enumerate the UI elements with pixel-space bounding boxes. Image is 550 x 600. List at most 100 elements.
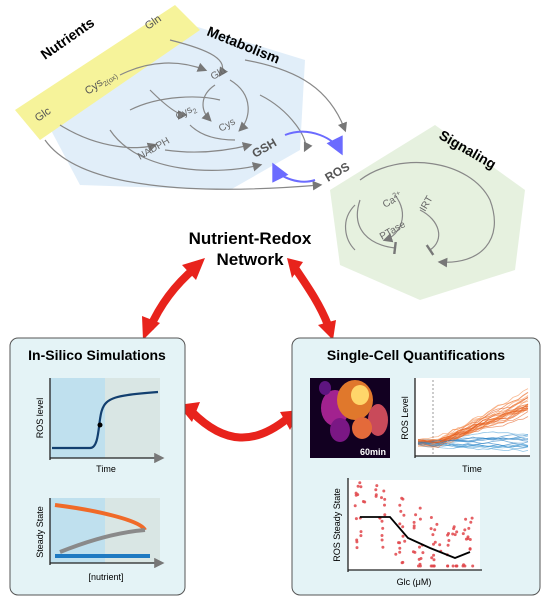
scatter-point bbox=[471, 564, 475, 568]
scatter-point bbox=[468, 547, 472, 551]
trace-line bbox=[417, 407, 529, 442]
scatter-point bbox=[429, 527, 433, 531]
scatter-point bbox=[354, 491, 358, 495]
scatter-point bbox=[418, 545, 421, 549]
ros-time-bg-low bbox=[50, 378, 105, 458]
trace-line bbox=[417, 434, 529, 443]
trace-line bbox=[417, 405, 529, 447]
scatter-point bbox=[467, 526, 471, 530]
nutrients-label: Nutrients bbox=[38, 14, 98, 62]
scatter-point bbox=[413, 550, 417, 554]
scatter-point bbox=[381, 526, 385, 530]
ros-time-ylabel: ROS level bbox=[35, 398, 45, 439]
scatter-point bbox=[462, 563, 466, 567]
scatter-point bbox=[399, 509, 403, 513]
trace-line bbox=[417, 403, 529, 449]
scatter-point bbox=[429, 516, 433, 519]
scatter-point bbox=[412, 520, 416, 524]
network-title-line2: Network bbox=[216, 250, 284, 269]
gsh-ros-loop bbox=[272, 130, 343, 183]
scatter-point bbox=[398, 546, 402, 550]
steady-orange-branch bbox=[54, 503, 147, 532]
ros-time-curve bbox=[52, 390, 159, 450]
red-arrows bbox=[142, 258, 336, 442]
scatter-point bbox=[355, 546, 359, 550]
steady-gray-branch bbox=[59, 528, 146, 554]
scatter-point bbox=[375, 484, 379, 488]
scatter-point bbox=[432, 553, 436, 557]
scatter-point bbox=[418, 517, 422, 521]
scatter-point bbox=[452, 527, 456, 531]
scatter-point bbox=[464, 517, 468, 521]
scatter-point bbox=[401, 534, 405, 538]
left-panel-title: In-Silico Simulations bbox=[28, 347, 166, 363]
ros-traces-ylabel: ROS Level bbox=[400, 396, 410, 440]
scatter-point bbox=[358, 481, 362, 485]
network-title-line1: Nutrient-Redox bbox=[189, 229, 312, 248]
scatter-point bbox=[383, 513, 387, 517]
signaling-region bbox=[330, 125, 525, 300]
scatter-point bbox=[359, 485, 363, 489]
scatter-point bbox=[446, 543, 450, 547]
ros-glc-scatter bbox=[353, 481, 475, 568]
scatter-point bbox=[431, 533, 435, 537]
scatter-point bbox=[446, 564, 450, 568]
scatter-point bbox=[469, 520, 473, 524]
trace-line bbox=[417, 400, 529, 444]
scatter-point bbox=[354, 517, 358, 521]
trace-line bbox=[417, 407, 529, 443]
cell-image-time: 60min bbox=[360, 447, 386, 457]
ros-time-point bbox=[97, 422, 103, 428]
scatter-point bbox=[374, 493, 378, 497]
scatter-point bbox=[431, 564, 434, 568]
scatter-point bbox=[432, 558, 436, 562]
scatter-point bbox=[447, 539, 451, 542]
scatter-point bbox=[418, 506, 422, 510]
ros-glc-ylabel: ROS Steady State bbox=[332, 488, 342, 562]
scatter-point bbox=[455, 530, 459, 534]
scatter-point bbox=[354, 493, 358, 497]
scatter-point bbox=[401, 560, 405, 564]
scatter-point bbox=[418, 562, 422, 566]
ros-time-xlabel: Time bbox=[96, 464, 116, 474]
scatter-point bbox=[383, 503, 386, 507]
scatter-point bbox=[447, 532, 450, 535]
scatter-point bbox=[383, 497, 387, 501]
scatter-point bbox=[435, 522, 439, 526]
scatter-point bbox=[394, 552, 398, 556]
nutrient-band bbox=[15, 5, 200, 140]
scatter-point bbox=[432, 542, 435, 546]
scatter-point bbox=[380, 538, 384, 542]
scatter-point bbox=[398, 503, 402, 507]
scatter-point bbox=[401, 525, 405, 529]
scatter-point bbox=[470, 516, 474, 520]
scatter-point bbox=[380, 519, 384, 523]
scatter-point bbox=[421, 551, 425, 555]
scatter-point bbox=[356, 484, 360, 488]
scatter-point bbox=[398, 550, 402, 554]
scatter-point bbox=[461, 532, 465, 536]
scatter-point bbox=[363, 500, 367, 504]
scatter-point bbox=[417, 557, 421, 561]
trace-line bbox=[417, 392, 529, 442]
scatter-point bbox=[433, 540, 437, 544]
scatter-point bbox=[401, 497, 405, 501]
scatter-point bbox=[359, 530, 363, 534]
scatter-point bbox=[438, 543, 442, 547]
scatter-point bbox=[398, 522, 402, 526]
steady-ylabel: Steady State bbox=[35, 506, 45, 558]
scatter-point bbox=[397, 541, 400, 545]
scatter-point bbox=[453, 533, 457, 537]
scatter-point bbox=[359, 534, 363, 538]
scatter-point bbox=[402, 513, 406, 517]
ros-glc-xlabel: Glc (μM) bbox=[397, 577, 432, 587]
scatter-point bbox=[380, 496, 383, 500]
ros-time-bg-high bbox=[105, 378, 160, 458]
scatter-point bbox=[353, 504, 357, 508]
scatter-point bbox=[433, 528, 437, 532]
signaling-arrows bbox=[345, 161, 495, 268]
trace-line bbox=[417, 442, 529, 448]
scatter-point bbox=[451, 564, 455, 568]
scatter-point bbox=[466, 537, 470, 541]
